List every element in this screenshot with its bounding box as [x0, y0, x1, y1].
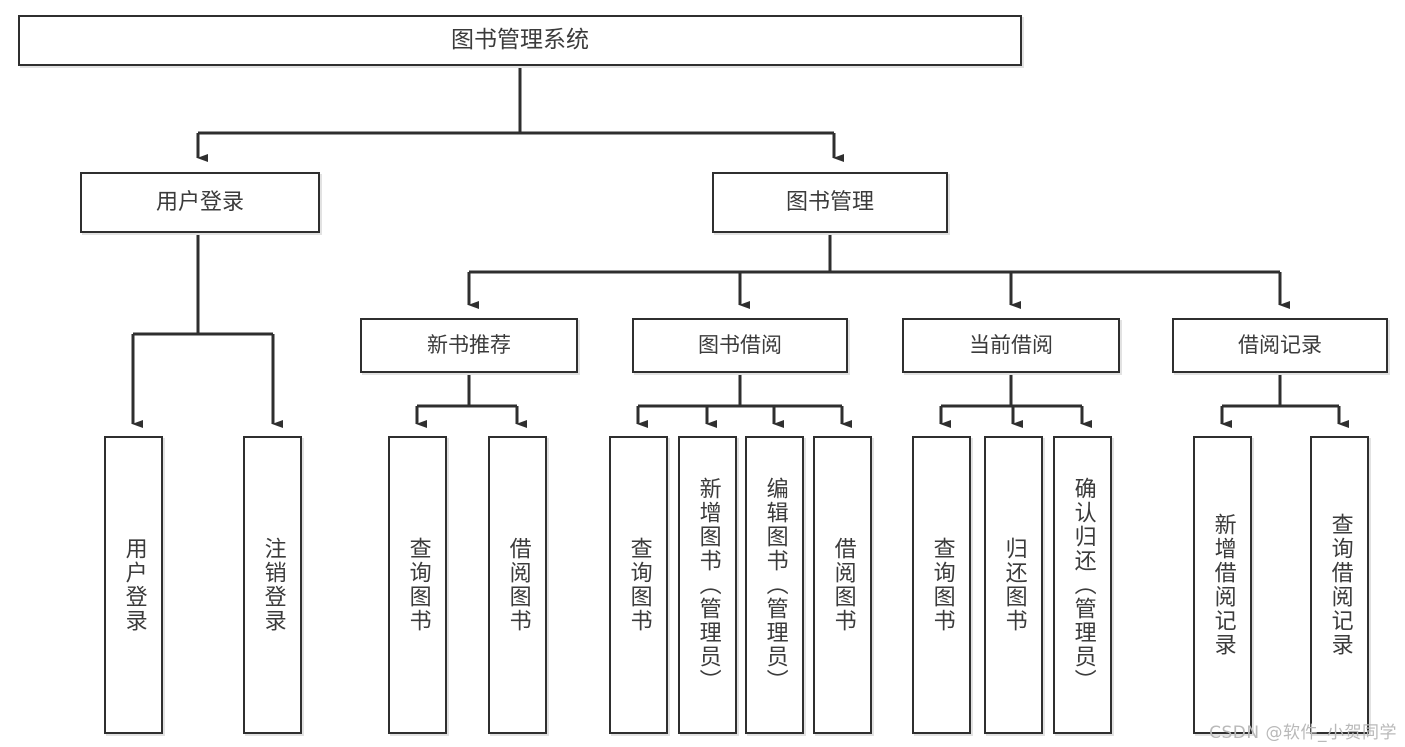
- node-leaf-add-book[interactable]: 新增图书（管理员）: [678, 436, 737, 734]
- node-leaf-borrow-book-1-label: 借阅图书: [505, 537, 531, 633]
- node-leaf-query-book-1-label: 查询图书: [405, 537, 431, 633]
- connector-borrowrecord-to-leaves: [1220, 373, 1349, 428]
- node-borrow-record[interactable]: 借阅记录: [1172, 318, 1388, 373]
- connector-root-to-level1: [196, 66, 844, 162]
- node-user-login-label: 用户登录: [155, 189, 244, 215]
- node-leaf-add-record[interactable]: 新增借阅记录: [1193, 436, 1252, 734]
- node-root-label: 图书管理系统: [451, 27, 589, 54]
- node-leaf-return-book-label: 归还图书: [1001, 537, 1027, 633]
- node-leaf-user-logout[interactable]: 注销登录: [243, 436, 302, 734]
- connector-userlogin-to-leaves: [131, 233, 283, 428]
- node-user-login[interactable]: 用户登录: [80, 172, 320, 233]
- node-leaf-borrow-book-1[interactable]: 借阅图书: [488, 436, 547, 734]
- node-leaf-borrow-book-2[interactable]: 借阅图书: [813, 436, 872, 734]
- connector-bookmgmt-to-level2: [467, 233, 1290, 309]
- node-new-book-recommend-label: 新书推荐: [427, 333, 511, 358]
- watermark-text: CSDN @软件_小贺同学: [1209, 723, 1397, 743]
- node-leaf-query-book-3[interactable]: 查询图书: [912, 436, 971, 734]
- connector-newbook-to-leaves: [415, 373, 527, 428]
- node-current-borrow[interactable]: 当前借阅: [902, 318, 1120, 373]
- connector-currentborrow-to-leaves: [939, 373, 1092, 428]
- node-book-borrow[interactable]: 图书借阅: [632, 318, 848, 373]
- node-leaf-add-book-label: 新增图书（管理员）: [695, 477, 721, 693]
- node-leaf-user-login-label: 用户登录: [121, 537, 147, 633]
- node-leaf-borrow-book-2-label: 借阅图书: [830, 537, 856, 633]
- node-book-management-label: 图书管理: [785, 189, 874, 215]
- node-leaf-edit-book-label: 编辑图书（管理员）: [762, 477, 788, 693]
- node-leaf-query-book-2[interactable]: 查询图书: [609, 436, 668, 734]
- connector-bookborrow-to-leaves: [636, 373, 852, 428]
- node-leaf-query-record-label: 查询借阅记录: [1327, 513, 1353, 657]
- node-leaf-user-logout-label: 注销登录: [260, 537, 286, 633]
- node-leaf-return-book[interactable]: 归还图书: [984, 436, 1043, 734]
- node-leaf-query-book-2-label: 查询图书: [626, 537, 652, 633]
- node-leaf-user-login[interactable]: 用户登录: [104, 436, 163, 734]
- node-root[interactable]: 图书管理系统: [18, 15, 1022, 66]
- node-new-book-recommend[interactable]: 新书推荐: [360, 318, 578, 373]
- node-leaf-edit-book[interactable]: 编辑图书（管理员）: [745, 436, 804, 734]
- node-leaf-confirm-return-label: 确认归还（管理员）: [1070, 477, 1096, 693]
- node-borrow-record-label: 借阅记录: [1238, 333, 1322, 358]
- node-book-management[interactable]: 图书管理: [712, 172, 948, 233]
- node-leaf-confirm-return[interactable]: 确认归还（管理员）: [1053, 436, 1112, 734]
- node-book-borrow-label: 图书借阅: [698, 333, 782, 358]
- node-leaf-query-record[interactable]: 查询借阅记录: [1310, 436, 1369, 734]
- node-leaf-query-book-1[interactable]: 查询图书: [388, 436, 447, 734]
- node-leaf-query-book-3-label: 查询图书: [929, 537, 955, 633]
- node-current-borrow-label: 当前借阅: [969, 333, 1053, 358]
- node-leaf-add-record-label: 新增借阅记录: [1210, 513, 1236, 657]
